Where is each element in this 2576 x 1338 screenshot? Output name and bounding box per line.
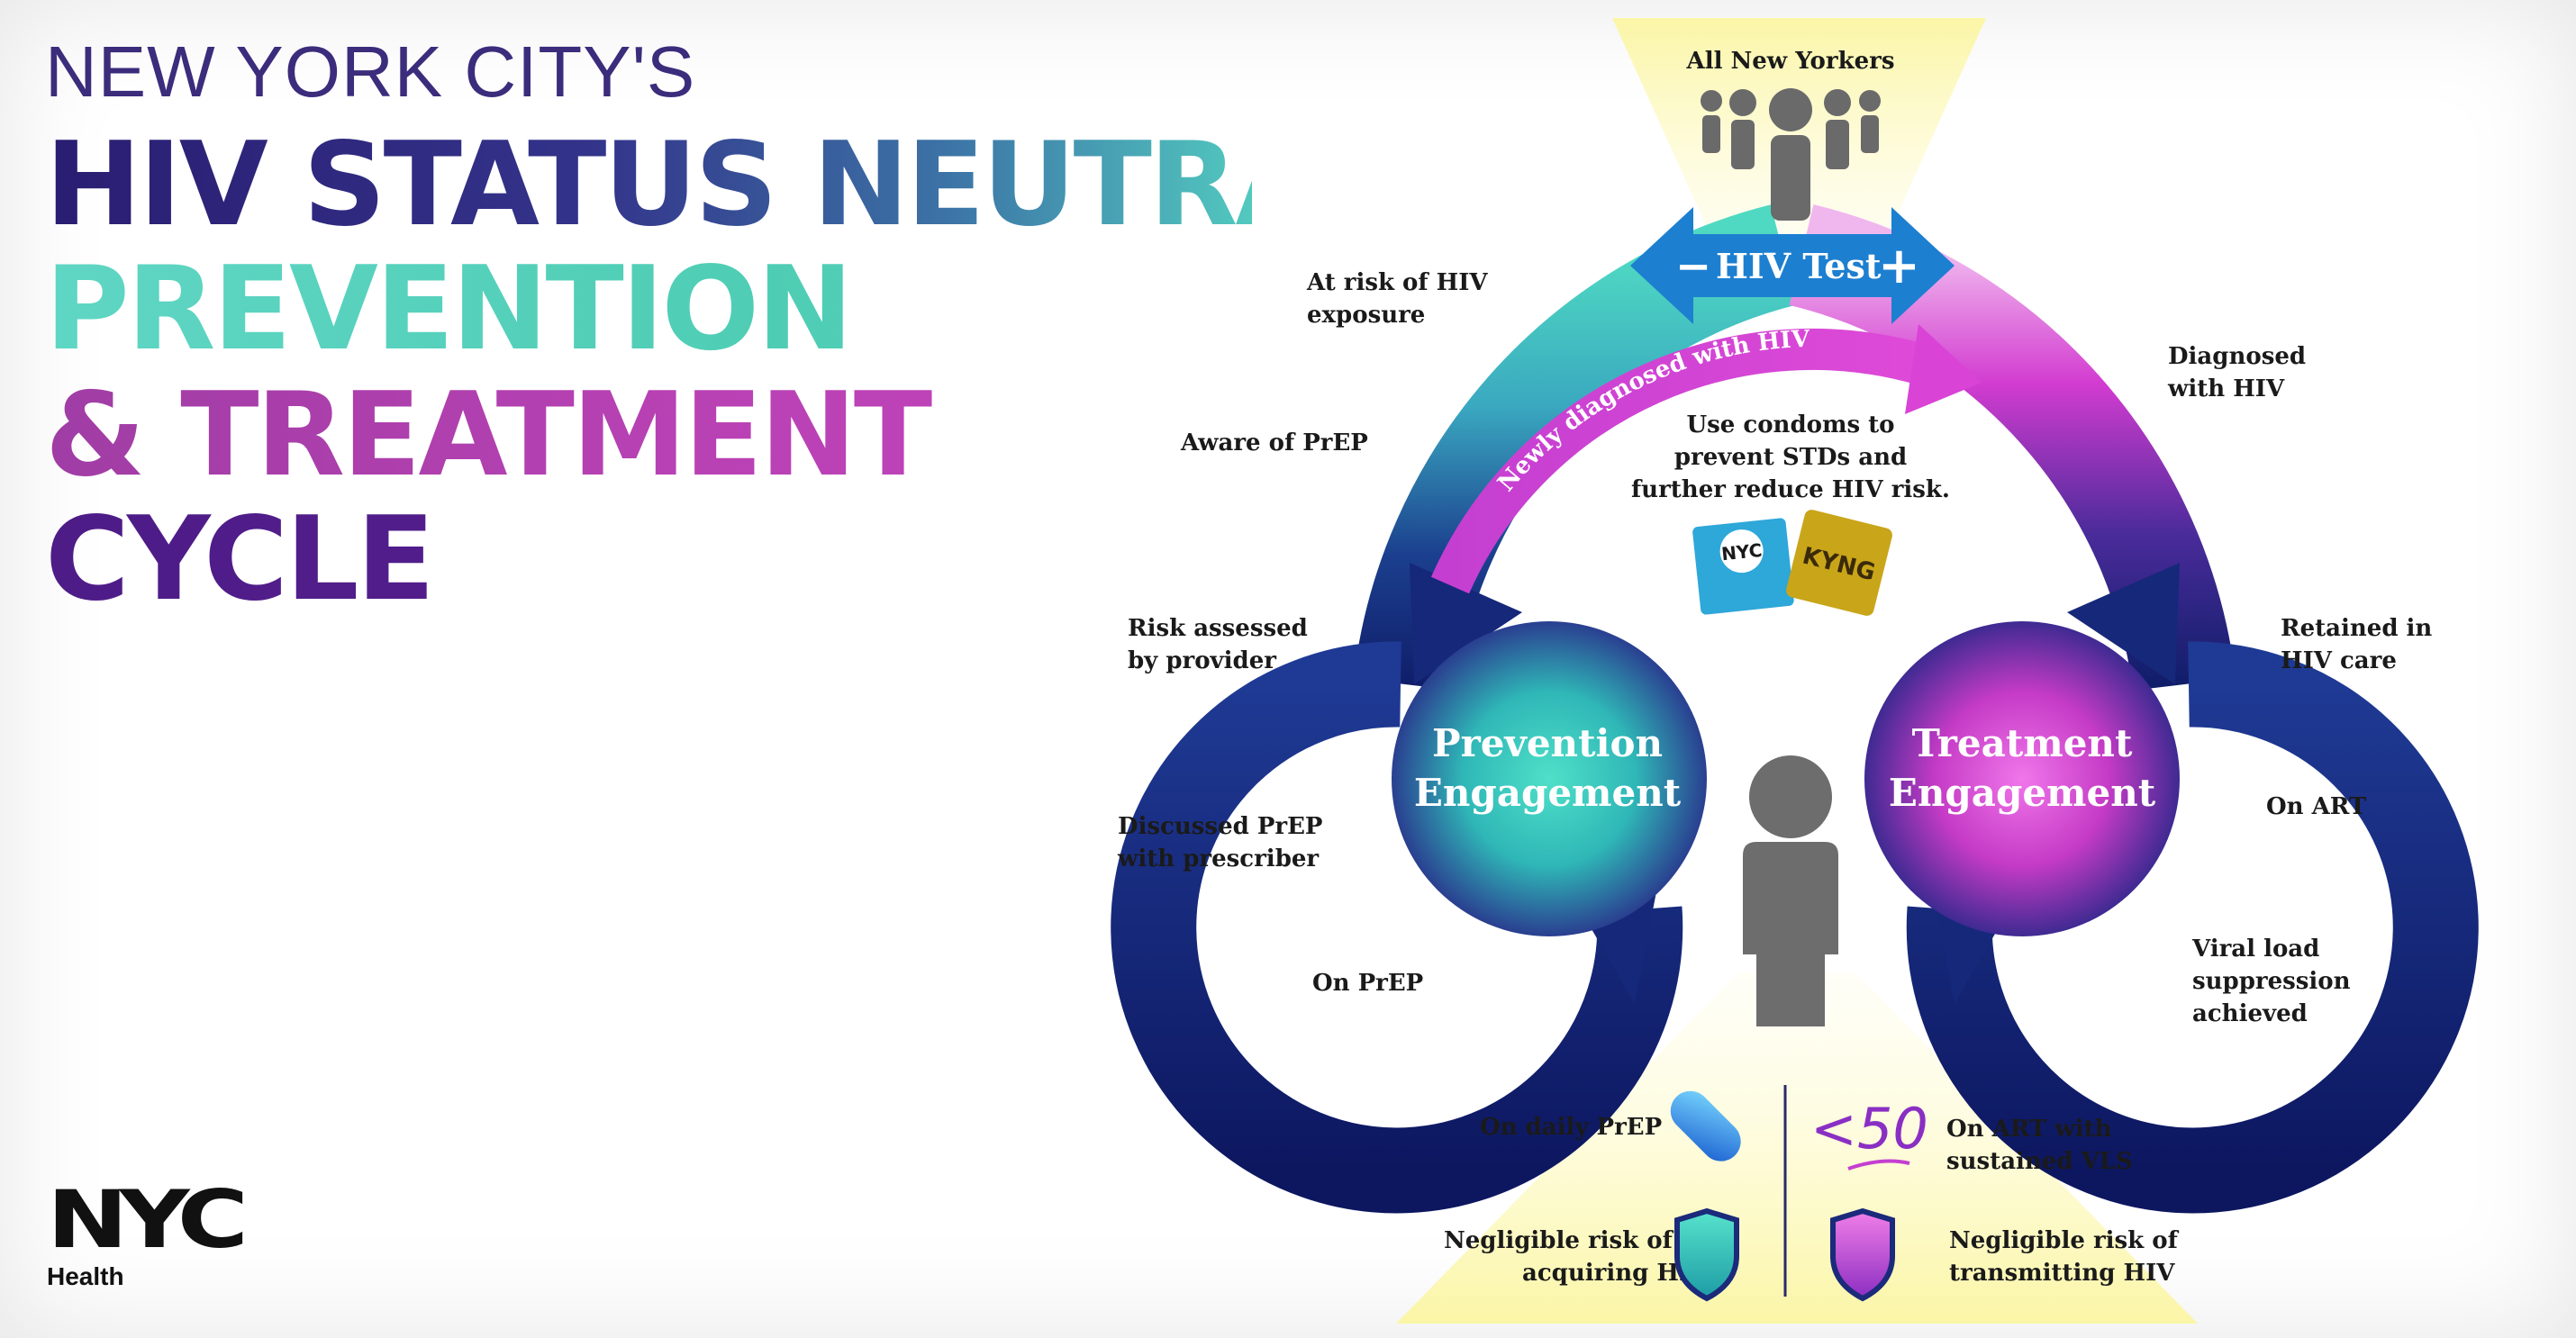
- condoms-line1: Use condoms to: [1686, 411, 1894, 438]
- step-risk-exposure-line2: exposure: [1307, 302, 1425, 329]
- step-discussed-prep-line2: with prescriber: [1117, 845, 1319, 872]
- step-viral-load-line3: achieved: [2192, 1000, 2308, 1027]
- hiv-test-minus: −: [1675, 241, 1711, 292]
- step-retained-line2: HIV care: [2281, 647, 2397, 674]
- logo-subtitle: Health: [47, 1261, 124, 1290]
- step-risk-assessed-line2: by provider: [1128, 647, 1276, 674]
- pill-icon: [1670, 1090, 1741, 1162]
- title-eyebrow: NEW YORK CITY'S: [45, 32, 696, 112]
- outcome-risk-transmitting-line2: transmitting HIV: [1949, 1260, 2175, 1287]
- prevention-engagement-circle: [1392, 621, 1707, 936]
- quality-care-label: Quality Care: [1905, 557, 2073, 631]
- outcome-daily-prep: On daily PrEP: [1480, 1114, 1662, 1141]
- treatment-engagement-line1: Treatment: [1912, 721, 2133, 765]
- newly-diagnosed-arrowhead: [1905, 324, 1982, 414]
- condoms-line2: prevent STDs and: [1674, 444, 1907, 471]
- prevention-loop: [1111, 641, 1683, 1214]
- treatment-engagement-circle: [1864, 621, 2180, 936]
- title-treatment: & TREATMENT: [45, 378, 1252, 493]
- step-risk-assessed-line1: Risk assessed: [1128, 615, 1308, 642]
- treatment-loop-arrow-top: [2067, 563, 2180, 684]
- outcome-risk-transmitting-line1: Negligible risk of: [1949, 1227, 2180, 1254]
- step-aware-prep: Aware of PrEP: [1180, 429, 1368, 457]
- bottom-light-beam: [1396, 972, 2198, 1324]
- all-new-yorkers-label: All New Yorkers: [1686, 48, 1895, 75]
- outcome-art-vls-line1: On ART with: [1946, 1116, 2112, 1143]
- hiv-test-label: HIV Test: [1716, 246, 1882, 286]
- svg-text:NYC: NYC: [1720, 539, 1763, 565]
- hiv-test-arrow: [1630, 207, 1955, 324]
- treatment-engagement-line2: Engagement: [1889, 771, 2156, 815]
- hiv-test-plus: +: [1878, 236, 1920, 295]
- kyng-condom-pack-icon: KYNG: [1786, 510, 1892, 616]
- title-block: NEW YORK CITY'S HIV STATUS NEUTRAL PREVE…: [45, 32, 1395, 618]
- outcome-risk-acquiring-line1: Negligible risk of: [1444, 1227, 1674, 1254]
- nyc-health-logo: NYC Health: [47, 1174, 249, 1291]
- step-diagnosed-line1: Diagnosed: [2168, 343, 2306, 370]
- title-prevention: PREVENTION: [45, 252, 1252, 367]
- shield-magenta-icon: [1830, 1207, 1895, 1302]
- newly-diagnosed-arc: [1430, 328, 1944, 594]
- title-cycle: CYCLE: [45, 502, 1252, 618]
- condoms-line3: further reduce HIV risk.: [1631, 476, 1950, 503]
- step-on-prep: On PrEP: [1312, 970, 1423, 997]
- less-than-50-underline: [1847, 1159, 1910, 1171]
- prevention-loop-arrow-top: [1410, 563, 1522, 684]
- step-viral-load-line1: Viral load: [2191, 936, 2319, 963]
- less-than-50-badge: <50: [1810, 1096, 1928, 1162]
- nyc-condom-pack-icon: NYC: [1692, 518, 1794, 615]
- treatment-loop: [1906, 641, 2479, 1214]
- title-hiv-status-neutral: HIV STATUS NEUTRAL: [45, 118, 1395, 252]
- step-retained-line1: Retained in: [2281, 615, 2432, 642]
- prevention-engagement-line2: Engagement: [1414, 771, 1682, 815]
- outcome-art-vls-line2: sustained VLS: [1946, 1148, 2133, 1175]
- logo-mark: NYC: [47, 1174, 249, 1267]
- step-diagnosed-line2: with HIV: [2167, 375, 2285, 402]
- person-icon: [1743, 755, 1838, 1026]
- step-discussed-prep-line1: Discussed PrEP: [1118, 813, 1322, 840]
- people-group-icon: [1701, 88, 1881, 221]
- step-viral-load-line2: suppression: [2192, 968, 2351, 995]
- shield-teal-icon: [1674, 1207, 1739, 1302]
- step-on-art: On ART: [2266, 793, 2367, 820]
- prevention-engagement-line1: Prevention: [1432, 721, 1663, 765]
- step-risk-exposure-line1: At risk of HIV: [1306, 269, 1488, 296]
